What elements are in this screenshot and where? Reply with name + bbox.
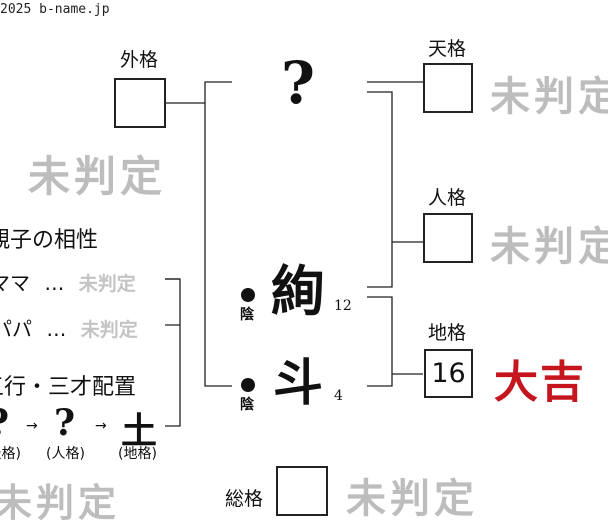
gaikaku-label: 外格 — [120, 49, 159, 71]
compat-row-papa: パパ … 未判定 — [0, 313, 138, 342]
yinyang-label-1: 陰 — [240, 307, 254, 323]
soukaku-label: 総格 — [225, 488, 264, 510]
yinyang-label-2: 陰 — [240, 397, 254, 413]
soukaku-pending: 未判定 — [346, 475, 478, 522]
jinkaku-pending: 未判定 — [490, 223, 608, 270]
compat-row-label: パパ — [0, 317, 32, 341]
gogyo-element-tenkaku: ? — [0, 402, 9, 444]
tenkaku-label: 天格 — [428, 38, 467, 60]
given-char-1: 絢 — [271, 259, 325, 323]
jinkaku-label: 人格 — [428, 187, 467, 209]
soukaku-box — [276, 466, 328, 516]
gaikaku-box — [114, 78, 166, 128]
gogyo-sub-jinkaku: (人格) — [46, 446, 85, 462]
compat-title: 親子の相性 — [0, 228, 99, 253]
compat-row-mama: ママ … 未判定 — [0, 267, 136, 296]
gaikaku-pending: 未判定 — [28, 152, 167, 201]
gogyo-pending: 未判定 — [0, 480, 121, 525]
compat-row-dots: … — [46, 317, 67, 341]
chikaku-label: 地格 — [428, 322, 467, 344]
yinyang-dot-1 — [241, 288, 255, 302]
gogyo-sub-tenkaku: (天格) — [0, 446, 21, 462]
compat-row-dots: … — [44, 271, 65, 295]
gogyo-element-jinkaku: ? — [54, 402, 76, 444]
stroke-count-2: 4 — [334, 388, 343, 404]
gogyo-arrow-1: → — [26, 418, 38, 434]
tenkaku-pending: 未判定 — [490, 73, 608, 120]
yinyang-dot-2 — [241, 378, 255, 392]
given-char-2: 斗 — [273, 353, 323, 412]
jinkaku-box — [423, 213, 473, 263]
compat-row-result: 未判定 — [78, 273, 136, 295]
surname-placeholder: ? — [281, 49, 315, 117]
chikaku-box: 16 — [424, 349, 473, 398]
gogyo-title: 五行・三才配置 — [0, 375, 137, 400]
connector-lines — [165, 81, 423, 427]
tenkaku-box — [423, 63, 473, 113]
gogyo-element-chikaku: 土 — [121, 410, 158, 452]
compat-row-label: ママ — [0, 271, 30, 295]
copyright-text: 2025 b-name.jp — [0, 2, 110, 17]
chikaku-verdict: 大吉 — [494, 357, 586, 408]
gogyo-sub-chikaku: (地格) — [118, 446, 157, 462]
compat-row-result: 未判定 — [80, 319, 138, 341]
stroke-count-1: 12 — [334, 298, 352, 314]
gogyo-arrow-2: → — [95, 418, 107, 434]
